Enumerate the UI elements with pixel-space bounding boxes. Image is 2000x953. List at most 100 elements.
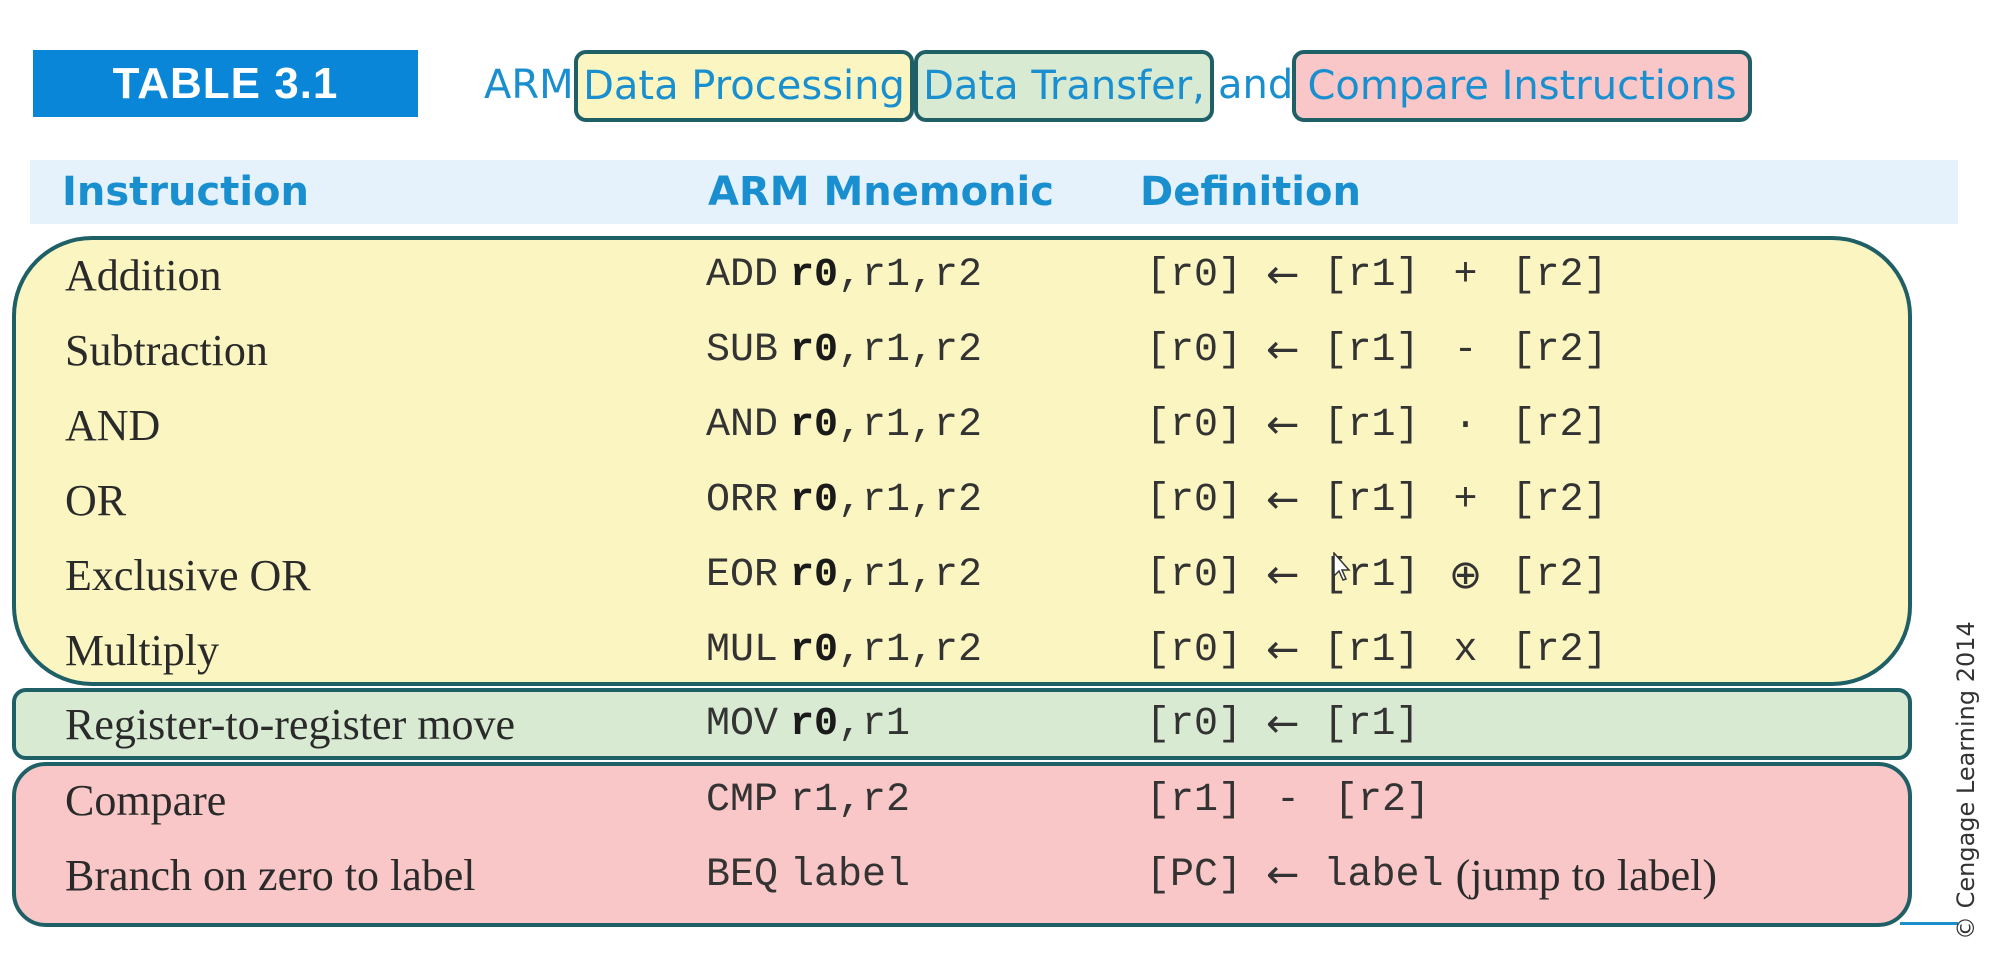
instruction-cell: Subtraction xyxy=(65,325,268,375)
mnemonic-op: MOV xyxy=(706,701,779,747)
mnemonic-dest: r0 xyxy=(790,477,839,523)
mnemonic-dest: r0 xyxy=(790,252,839,298)
mnemonic-args: r1,r2 xyxy=(790,777,911,823)
mnemonic-op: AND xyxy=(706,402,779,448)
caption-data-transfer: Data Transfer, xyxy=(914,50,1214,122)
def-b: [r2] xyxy=(1511,252,1608,298)
instruction-cell: AND xyxy=(65,400,161,450)
mnemonic-args: label xyxy=(790,852,911,898)
def-lhs: [r1] xyxy=(1146,777,1243,823)
def-lhs: [r0] xyxy=(1146,402,1243,448)
table-number-badge: TABLE 3.1 xyxy=(33,50,418,117)
instruction-cell: Register-to-register move xyxy=(65,699,515,749)
caption-joiner: and xyxy=(1216,47,1295,122)
def-a: [r1] xyxy=(1323,402,1420,448)
def-operator: - xyxy=(1453,327,1478,373)
instruction-cell: Branch on zero to label xyxy=(65,850,476,900)
def-lhs: [r0] xyxy=(1146,552,1243,598)
definition-cell: [r0]←[r1]x[r2] xyxy=(1146,620,1608,680)
definition-cell: [r0]←[r1]⊕[r2] xyxy=(1146,545,1608,605)
definition-cell: [r1]-[r2] xyxy=(1146,770,1430,830)
def-operator: x xyxy=(1453,627,1478,673)
left-arrow-icon: ← xyxy=(1266,701,1300,747)
bottom-rule xyxy=(1900,922,1958,925)
left-arrow-icon: ← xyxy=(1266,552,1300,598)
mnemonic-args: ,r1 xyxy=(838,701,911,747)
compare-group xyxy=(12,762,1912,927)
def-a: [r1] xyxy=(1323,477,1420,523)
mnemonic-dest: r0 xyxy=(790,552,839,598)
def-a: [r1] xyxy=(1323,627,1420,673)
definition-cell: [r0] ← [r1]-[r2] xyxy=(1146,320,1608,380)
definition-cell: [r0]←[r1]+[r2] xyxy=(1146,245,1608,305)
instruction-cell: Exclusive OR xyxy=(65,550,311,600)
def-b: [r2] xyxy=(1334,777,1431,823)
def-a: label xyxy=(1323,852,1444,898)
mnemonic-args: ,r1,r2 xyxy=(838,252,983,298)
mnemonic-op: BEQ xyxy=(706,852,779,898)
instruction-cell: Multiply xyxy=(65,625,220,675)
def-operator: - xyxy=(1276,777,1301,823)
mnemonic-args: ,r1,r2 xyxy=(838,477,983,523)
instruction-cell: Addition xyxy=(65,250,222,300)
mouse-pointer-icon xyxy=(1333,552,1351,581)
mnemonic-op: CMP xyxy=(706,777,779,823)
data-processing-group xyxy=(12,236,1912,686)
left-arrow-icon: ← xyxy=(1266,327,1300,373)
mnemonic-dest: r0 xyxy=(790,402,839,448)
xor-icon: ⊕ xyxy=(1448,552,1483,598)
def-b: [r2] xyxy=(1511,402,1608,448)
mnemonic-args: ,r1,r2 xyxy=(838,327,983,373)
table-caption-prefix: ARM xyxy=(482,47,576,122)
mnemonic-args: ,r1,r2 xyxy=(838,552,983,598)
def-b: [r2] xyxy=(1511,552,1608,598)
header-instruction: Instruction xyxy=(62,169,309,215)
def-a: [r1] xyxy=(1323,327,1420,373)
def-lhs: [r0] xyxy=(1146,627,1243,673)
def-b: [r2] xyxy=(1511,477,1608,523)
def-lhs: [PC] xyxy=(1146,852,1243,898)
left-arrow-icon: ← xyxy=(1266,252,1300,298)
def-b: [r2] xyxy=(1511,327,1608,373)
mnemonic-op: MUL xyxy=(706,627,779,673)
def-lhs: [r0] xyxy=(1146,327,1243,373)
definition-cell: [r0]←[r1] xyxy=(1146,694,1420,754)
instruction-cell: Compare xyxy=(65,775,227,825)
copyright-notice: © Cengage Learning 2014 xyxy=(1952,621,1980,940)
mnemonic-op: EOR xyxy=(706,552,779,598)
def-operator: + xyxy=(1453,252,1478,298)
left-arrow-icon: ← xyxy=(1266,477,1300,523)
def-lhs: [r0] xyxy=(1146,252,1243,298)
mnemonic-args: ,r1,r2 xyxy=(838,402,983,448)
left-arrow-icon: ← xyxy=(1266,852,1300,898)
definition-cell: [PC]←label(jump to label) xyxy=(1146,845,1717,905)
def-operator: · xyxy=(1453,402,1478,448)
caption-and: and xyxy=(1218,61,1294,108)
mnemonic-op: ORR xyxy=(706,477,779,523)
mnemonic-dest: r0 xyxy=(790,627,839,673)
instruction-cell: OR xyxy=(65,475,127,525)
table-header-row xyxy=(30,160,1958,224)
header-arm-mnemonic: ARM Mnemonic xyxy=(708,169,1054,215)
def-lhs: [r0] xyxy=(1146,701,1243,747)
def-b: [r2] xyxy=(1511,627,1608,673)
header-definition: Definition xyxy=(1140,169,1361,215)
left-arrow-icon: ← xyxy=(1266,402,1300,448)
